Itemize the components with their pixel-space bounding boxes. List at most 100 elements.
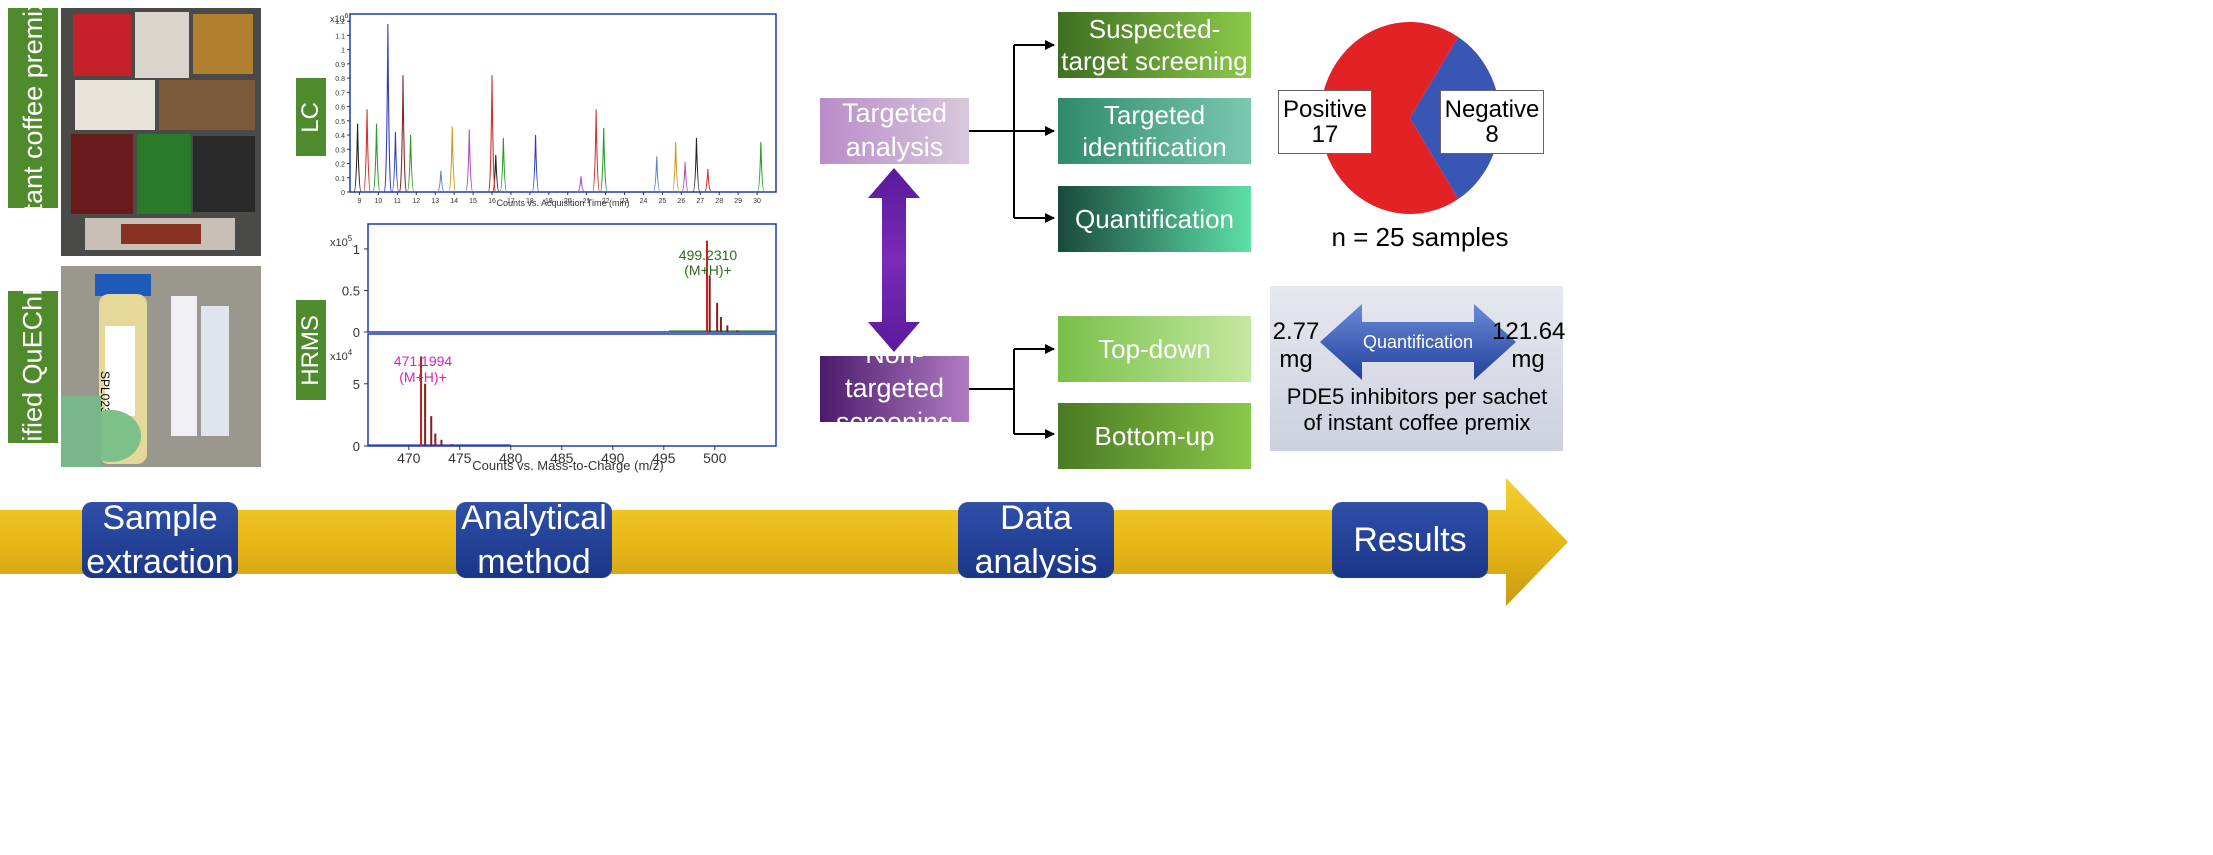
targeted-identification-box: Targeted identification [1058, 98, 1251, 164]
positive-count-text: 17 [1311, 121, 1339, 148]
lc-ytick-label: 1.1 [335, 33, 345, 40]
lc-xtick-label: 12 [412, 198, 420, 205]
sample-tube-label: SPL023 [98, 371, 112, 414]
hrms-x-axis-label: Counts vs. Mass-to-Charge (m/z) [472, 458, 663, 473]
lc-peak [652, 156, 661, 193]
instant-coffee-label-text: Instant coffee premixes [17, 0, 48, 248]
timeline-data-analysis: Data analysis [958, 499, 1114, 581]
hrms-xtick-label: 475 [448, 450, 472, 466]
top-down-box: Top-down [1058, 316, 1251, 382]
bottom-up-text: Bottom-up [1094, 420, 1215, 451]
lc-ytick-label: 0.5 [335, 119, 345, 126]
lc-xtick-label: 20 [564, 198, 572, 205]
lc-ytick-label: 0.6 [335, 105, 345, 112]
lc-xtick-label: 11 [394, 198, 401, 205]
lc-peak [406, 135, 415, 193]
lc-ytick-label: 0.3 [335, 147, 345, 154]
timeline-results-text: Results [1353, 520, 1467, 559]
suspected-target-screening-text: Suspected-target screening [1061, 13, 1248, 77]
hrms-top-ytick-label: 0.5 [342, 283, 360, 298]
lc-peak [499, 137, 508, 193]
lc-peak [399, 75, 407, 193]
lc-xtick-label: 13 [431, 198, 439, 205]
hrms-xtick-label: 485 [550, 450, 574, 466]
lc-xtick-label: 22 [602, 198, 610, 205]
lc-xtick-label: 15 [469, 198, 477, 205]
lc-ytick-label: 0.7 [335, 90, 345, 97]
hrms-label: HRMS [296, 300, 326, 400]
lc-peak [363, 109, 371, 193]
n-samples-text: n = 25 samples [1331, 222, 1509, 252]
min-value: 2.77 mg [1272, 318, 1320, 373]
lc-plot-background [328, 8, 780, 208]
top-down-text: Top-down [1098, 333, 1211, 364]
hrms-bottom-ytick-label: 5 [353, 377, 360, 392]
lc-peak [599, 127, 608, 193]
quechers-photo: SPL023 [61, 266, 261, 467]
lc-plot-frame [349, 13, 777, 193]
lc-ytick-label: 0.2 [335, 162, 345, 169]
quantification-box: Quantification [1058, 186, 1251, 252]
lc-peak [383, 23, 392, 193]
lc-peak [491, 154, 500, 193]
lc-peak [437, 170, 445, 193]
quechers-label-text: Modified QuEChERS [17, 240, 48, 494]
hrms-top-ytick-label: 1 [353, 242, 360, 257]
hrms-top-frame [367, 223, 777, 333]
lc-peak [756, 142, 765, 193]
negative-label-text: Negative [1444, 95, 1540, 123]
hrms-xtick-label: 500 [703, 450, 727, 466]
hrms-top-ion-label: (M+H)+ [684, 262, 731, 278]
timeline-analytical-method: Analytical method [456, 499, 612, 581]
min-value-number: 2.77 [1272, 318, 1320, 345]
pie-slice-positive [1320, 22, 1459, 215]
hrms-bottom-multiplier: x104 [330, 348, 353, 363]
lc-ytick-label: 1.2 [335, 19, 345, 26]
quantification-panel [1270, 286, 1563, 451]
hrms-bottom-frame [367, 333, 777, 447]
quechers-label: Modified QuEChERS [8, 240, 58, 494]
quantification-text: Quantification [1075, 203, 1234, 234]
positive-label-box: Positive 17 [1278, 90, 1372, 154]
lc-xtick-label: 23 [621, 198, 629, 205]
lc-ytick-label: 0.4 [335, 133, 345, 140]
hrms-top-ytick-label: 0 [353, 325, 360, 340]
lc-xtick-label: 19 [545, 198, 553, 205]
double-arrow-right-icon [1320, 304, 1516, 380]
lc-xtick-label: 14 [450, 198, 458, 205]
lc-xtick-label: 21 [583, 198, 591, 205]
lc-xtick-label: 24 [640, 198, 648, 205]
coffee-premixes-photo [61, 8, 261, 256]
lc-peak [353, 123, 362, 193]
hrms-top-peak-label: 499.2310 [679, 247, 738, 263]
lc-multiplier: x106 [330, 13, 349, 24]
positive-label-text: Positive [1282, 95, 1368, 123]
hrms-top-multiplier: x105 [330, 234, 353, 249]
lc-peak [692, 137, 701, 193]
lc-peak [372, 123, 381, 193]
nontargeted-screening-box: Non-targeted screening [820, 339, 969, 437]
lc-peak [488, 75, 496, 193]
lc-xtick-label: 9 [358, 198, 362, 205]
lc-ytick-label: 0.9 [335, 62, 345, 69]
lc-peak [531, 135, 540, 193]
double-arrow-icon [868, 168, 920, 352]
suspected-target-screening-box: Suspected-target screening [1058, 12, 1251, 78]
lc-xtick-label: 29 [734, 198, 742, 205]
targeted-analysis-text: Targeted analysis [841, 98, 948, 162]
lc-ytick-label: 0.1 [335, 176, 345, 183]
timeline-sample-extraction-text: Sample extraction [86, 498, 234, 581]
lc-xtick-label: 28 [715, 198, 723, 205]
lc-ytick-label: 0.8 [335, 76, 345, 83]
quantification-range-arrow: Quantification [1320, 304, 1516, 380]
lc-ytick-label: 0 [341, 190, 345, 197]
timeline-arrow [0, 478, 1568, 606]
lc-peak [465, 129, 474, 193]
nontargeted-screening-text: Non-targeted screening [835, 339, 954, 437]
negative-label-box: Negative 8 [1440, 90, 1544, 154]
lc-peak [577, 176, 585, 193]
hrms-label-text: HRMS [296, 314, 324, 386]
negative-count-text: 8 [1485, 121, 1499, 148]
lc-peak [681, 162, 690, 193]
